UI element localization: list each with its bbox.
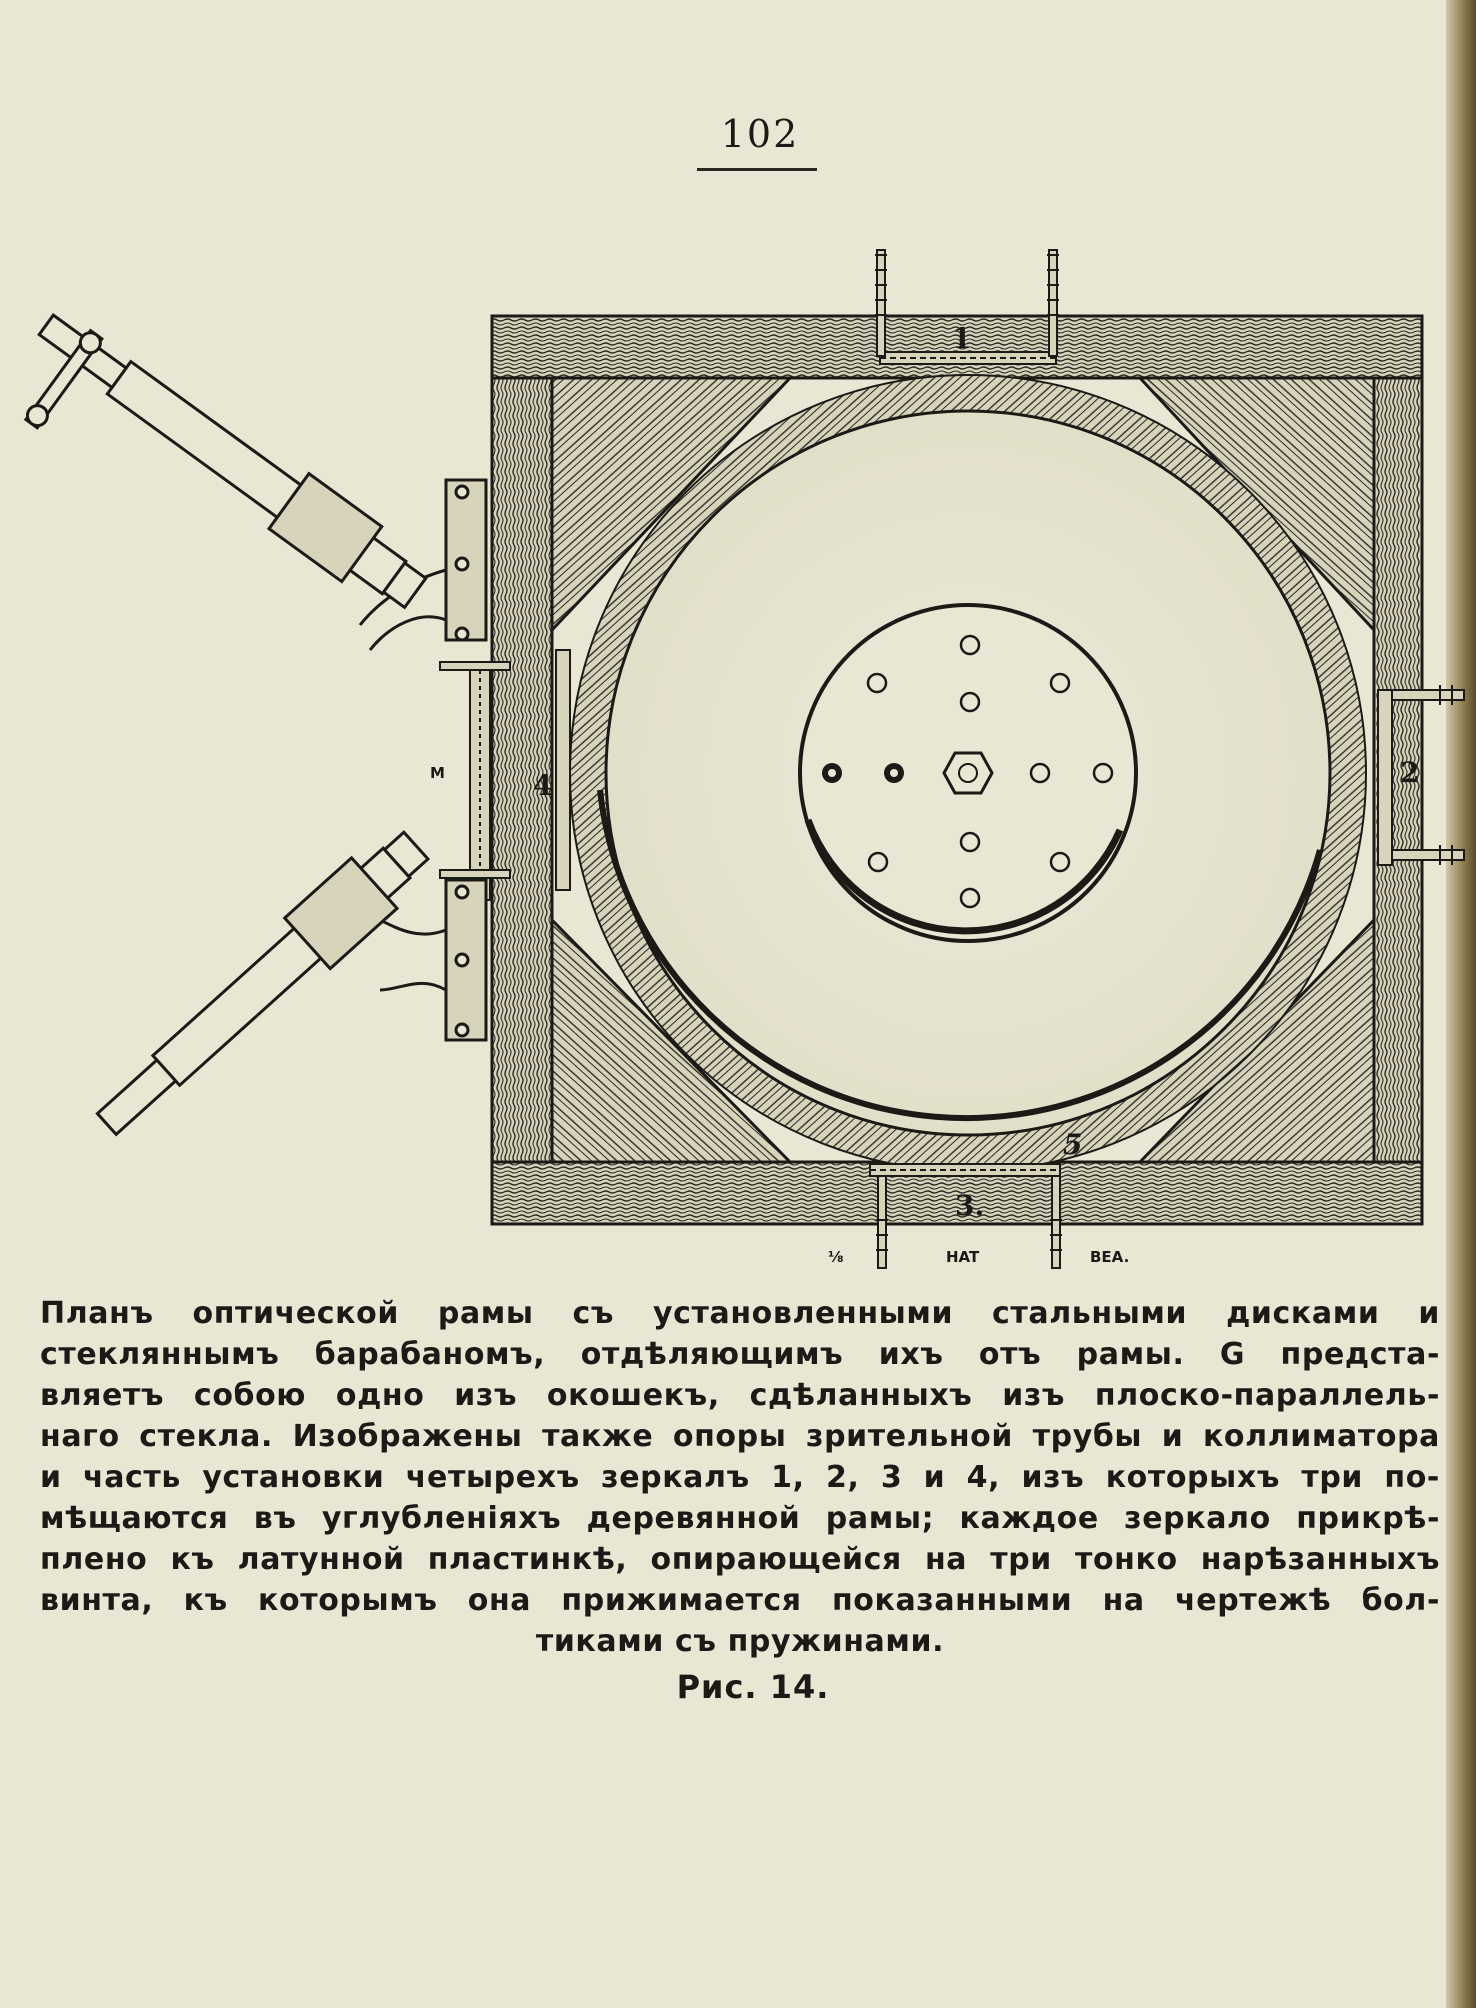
mirror-1-label: 1 [952,322,971,355]
scale-mid-label: HAT [946,1248,980,1266]
mirror-3-label: 3. [955,1189,984,1222]
page-number-rule [697,168,817,171]
scale-right-label: BEA. [1090,1248,1129,1266]
mirror-2-label: 2 [1400,756,1419,789]
window-m-label: M [430,764,445,782]
figure-description: Планъ оптической рамы съ установленными … [40,1293,1440,1662]
caption-line: вляетъ собою одно изъ окошекъ, сдѣланных… [40,1378,1440,1413]
caption-line: плено къ латунной пластинкѣ, опирающейся… [40,1542,1440,1577]
collimator [95,830,488,1137]
figure-number: Рис. 14. [676,1668,830,1706]
caption-line: наго стекла. Изображены также опоры зрит… [40,1419,1440,1454]
caption-line: тиками съ пружинами. [535,1624,945,1659]
mirror-5-label: 5 [1063,1128,1082,1161]
steel-disc [798,603,1138,943]
caption-line: винта, къ которымъ она прижимается показ… [40,1583,1440,1618]
scale-left-label: ⅛ [828,1248,844,1266]
mirror-1-mount [875,249,1059,365]
page-number: 102 [720,112,800,156]
mirror-2-mount [1377,685,1465,866]
caption-line: и часть установки четырехъ зеркалъ 1, 2,… [40,1460,1440,1495]
caption-line: Планъ оптической рамы съ установленными … [40,1296,1440,1331]
mirror-4-label: 4 [533,769,552,802]
mirror-3-mount [869,1163,1062,1269]
mirror-4-mount [439,649,571,901]
telescope [23,313,488,651]
page-edge [1446,0,1476,2008]
optical-frame-diagram: 1 2 3. 5 ⅛ HAT BEA. 4 M [23,249,1465,1269]
caption-line: мѣщаются въ углубленіяхъ деревянной рамы… [40,1501,1440,1536]
caption-line: стекляннымъ барабаномъ, отдѣляющимъ ихъ … [40,1337,1440,1372]
